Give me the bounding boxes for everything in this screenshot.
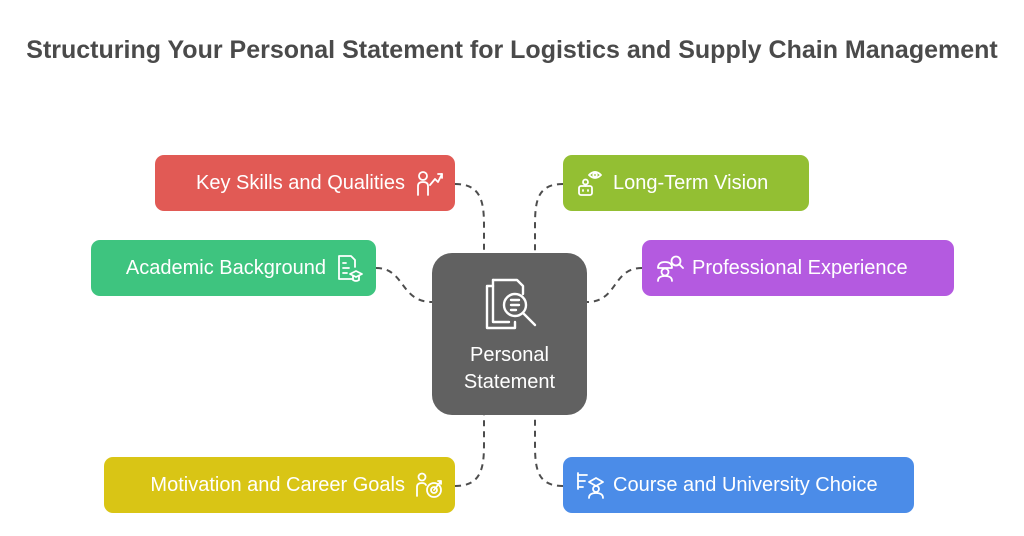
connector-academic <box>375 267 433 303</box>
robot-eye-icon <box>575 168 605 198</box>
box-motivation: Motivation and Career Goals <box>104 457 455 513</box>
document-search-icon <box>485 278 536 330</box>
connector-key-skills <box>454 183 485 253</box>
box-long-term-vision: Long-Term Vision <box>563 155 809 211</box>
document-graduation-icon <box>334 253 364 283</box>
list-graduate-icon <box>575 470 605 500</box>
center-label: Personal Statement <box>463 344 556 393</box>
box-key-skills-label: Key Skills and Qualities <box>196 171 405 194</box>
box-motivation-label: Motivation and Career Goals <box>150 473 405 496</box>
diagram-title: Structuring Your Personal Statement for … <box>26 36 998 64</box>
person-growth-icon <box>413 168 443 198</box>
box-academic-background-label: Academic Background <box>125 256 326 279</box>
connector-course <box>534 415 564 487</box>
person-target-icon <box>413 470 443 500</box>
connector-professional <box>586 267 643 303</box>
box-course-university: Course and University Choice <box>563 457 914 513</box>
center-node: Personal Statement <box>432 253 587 415</box>
worker-search-icon <box>654 253 684 283</box>
box-key-skills: Key Skills and Qualities <box>155 155 455 211</box>
box-course-university-label: Course and University Choice <box>613 473 878 496</box>
box-professional-experience: Professional Experience <box>642 240 954 296</box>
box-professional-experience-label: Professional Experience <box>692 256 908 279</box>
connector-motivation <box>454 415 485 487</box>
box-academic-background: Academic Background <box>91 240 376 296</box>
box-long-term-vision-label: Long-Term Vision <box>613 171 769 194</box>
connector-long-term <box>534 183 564 253</box>
